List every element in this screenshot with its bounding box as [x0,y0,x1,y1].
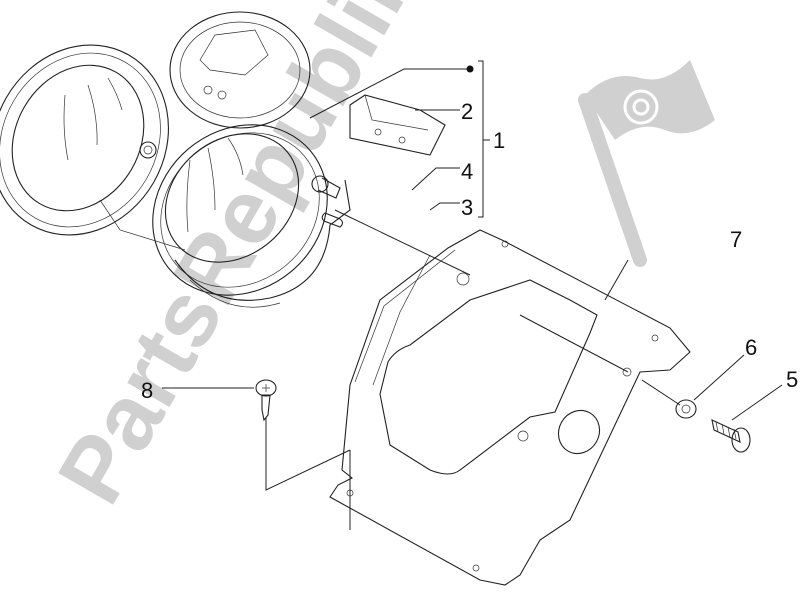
leader-lines [162,60,783,530]
gear-flag-icon [578,60,715,267]
screw [711,419,751,453]
callout-8: 8 [141,378,153,403]
callout-7: 7 [730,227,742,252]
callouts: 1 2 3 4 5 6 7 8 [141,99,798,403]
bulb [311,175,341,199]
callout-3: 3 [461,195,473,220]
callout-6: 6 [745,335,757,360]
callout-2: 2 [461,99,473,124]
callout-5: 5 [786,367,798,392]
bulb-holder [321,212,344,228]
washer [675,399,697,419]
callout-1: 1 [493,128,505,153]
mounting-bracket [329,229,691,586]
watermark: PartsRepublik [39,0,715,520]
self-tapping-screw [255,379,277,422]
instrument-cluster [0,11,351,308]
display-module [349,94,446,156]
watermark-text: PartsRepublik [39,0,437,520]
callout-4: 4 [461,159,473,184]
